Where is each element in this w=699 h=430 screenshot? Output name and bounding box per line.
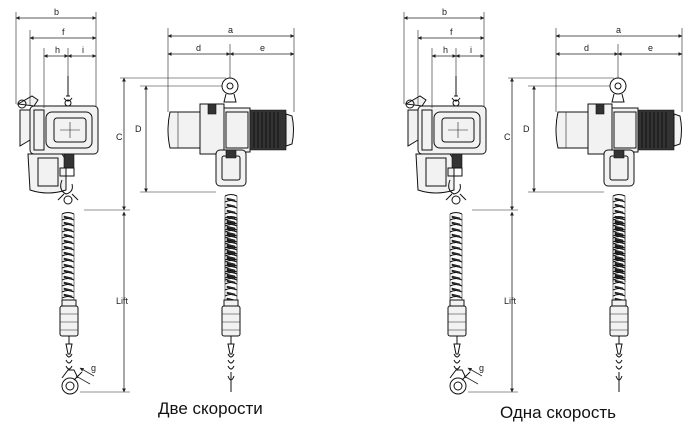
- figure-two-speed: b f h i a d e C D Lift: [15, 7, 295, 418]
- caption-single-speed: Одна скорость: [500, 403, 616, 422]
- dim-d-label: d: [196, 43, 201, 53]
- figure-single-speed: b f h i a d e C D Lift g Одна скорость: [403, 7, 683, 422]
- dim-e-label: e: [648, 43, 653, 53]
- dim-h-label: h: [443, 45, 448, 55]
- dim-a-label: a: [228, 25, 233, 35]
- dim-g-label: g: [91, 363, 96, 373]
- dim-g-label: g: [479, 363, 484, 373]
- front-view-drawing: [556, 78, 682, 392]
- dim-c-label: C: [116, 132, 123, 142]
- caption-two-speed: Две скорости: [158, 399, 263, 418]
- dim-i-label: i: [82, 45, 84, 55]
- dim-f-label: f: [450, 27, 453, 37]
- dim-h-label: h: [55, 45, 60, 55]
- dim-a-label: a: [616, 25, 621, 35]
- dim-e-label: e: [260, 43, 265, 53]
- front-view-drawing: [168, 78, 294, 392]
- dim-lift-label: Lift: [116, 296, 129, 306]
- dim-i-label: i: [470, 45, 472, 55]
- dim-b-label: b: [442, 7, 447, 17]
- dim-b-label: b: [54, 7, 59, 17]
- dim-d-vertical-label: D: [135, 124, 142, 134]
- dim-lift-label: Lift: [504, 296, 517, 306]
- dim-c-label: C: [504, 132, 511, 142]
- side-view-drawing: [18, 76, 98, 394]
- dim-d-label: d: [584, 43, 589, 53]
- dim-f-label: f: [62, 27, 65, 37]
- dim-d-vertical-label: D: [523, 124, 530, 134]
- side-view-drawing: [406, 76, 486, 394]
